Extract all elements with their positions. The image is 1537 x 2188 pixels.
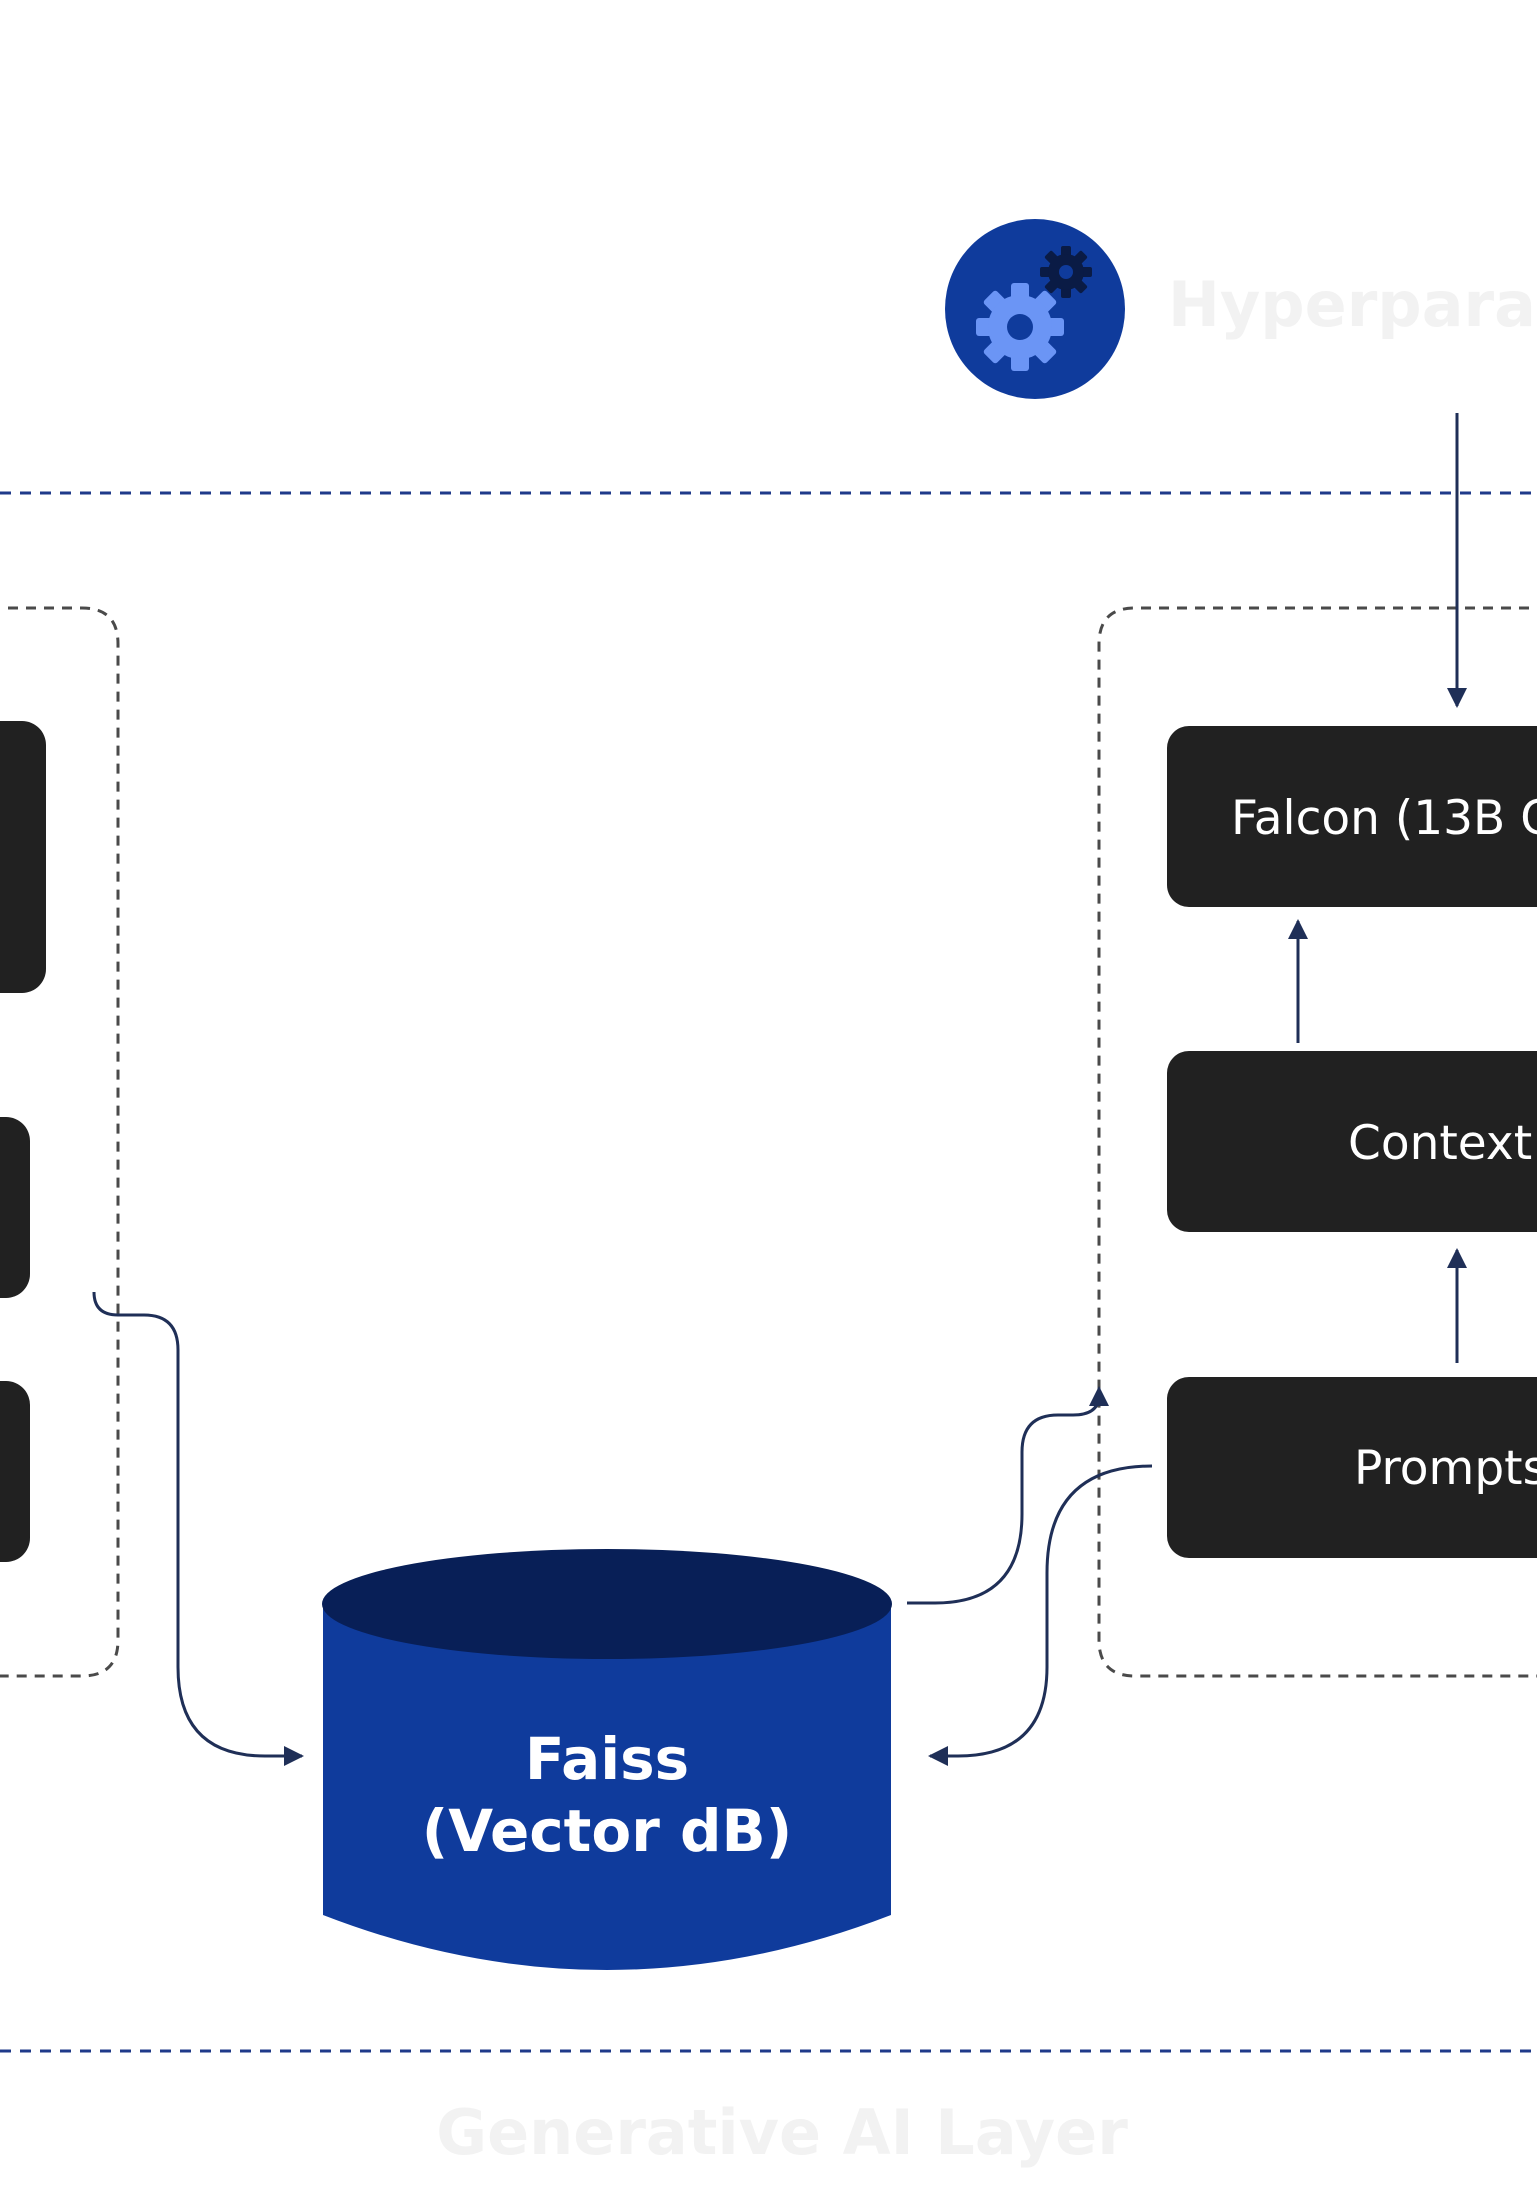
vector-db-body: [323, 1605, 891, 1970]
connector-left-to-db: [92, 1291, 304, 1766]
vector-db-name: Faiss: [525, 1725, 689, 1793]
layer-label: Generative AI Layer: [436, 2096, 1128, 2169]
left-box-3: [0, 1381, 30, 1562]
llm-label: Falcon (13B G: [1231, 791, 1537, 846]
context-label: Context: [1348, 1116, 1532, 1171]
left-box-1: [0, 721, 46, 993]
llm-box: [1167, 726, 1537, 907]
hyperparameters-label: Hyperparam: [1168, 268, 1537, 341]
left-group-border: [0, 606, 120, 1678]
vector-db-top: [322, 1549, 892, 1659]
prompts-label: Prompts: [1354, 1441, 1537, 1496]
gear-icon: [976, 246, 1092, 371]
connector-db-to-right: [907, 1386, 1109, 1605]
vector-db: Faiss (Vector dB): [322, 1549, 892, 1970]
prompts-box: [1167, 1377, 1537, 1558]
context-box: [1167, 1051, 1537, 1232]
hyperparameters-icon: [945, 219, 1125, 399]
connector-prompts-to-db: [928, 1464, 1153, 1766]
vector-db-type: (Vector dB): [422, 1797, 793, 1865]
left-box-2: [0, 1117, 30, 1298]
